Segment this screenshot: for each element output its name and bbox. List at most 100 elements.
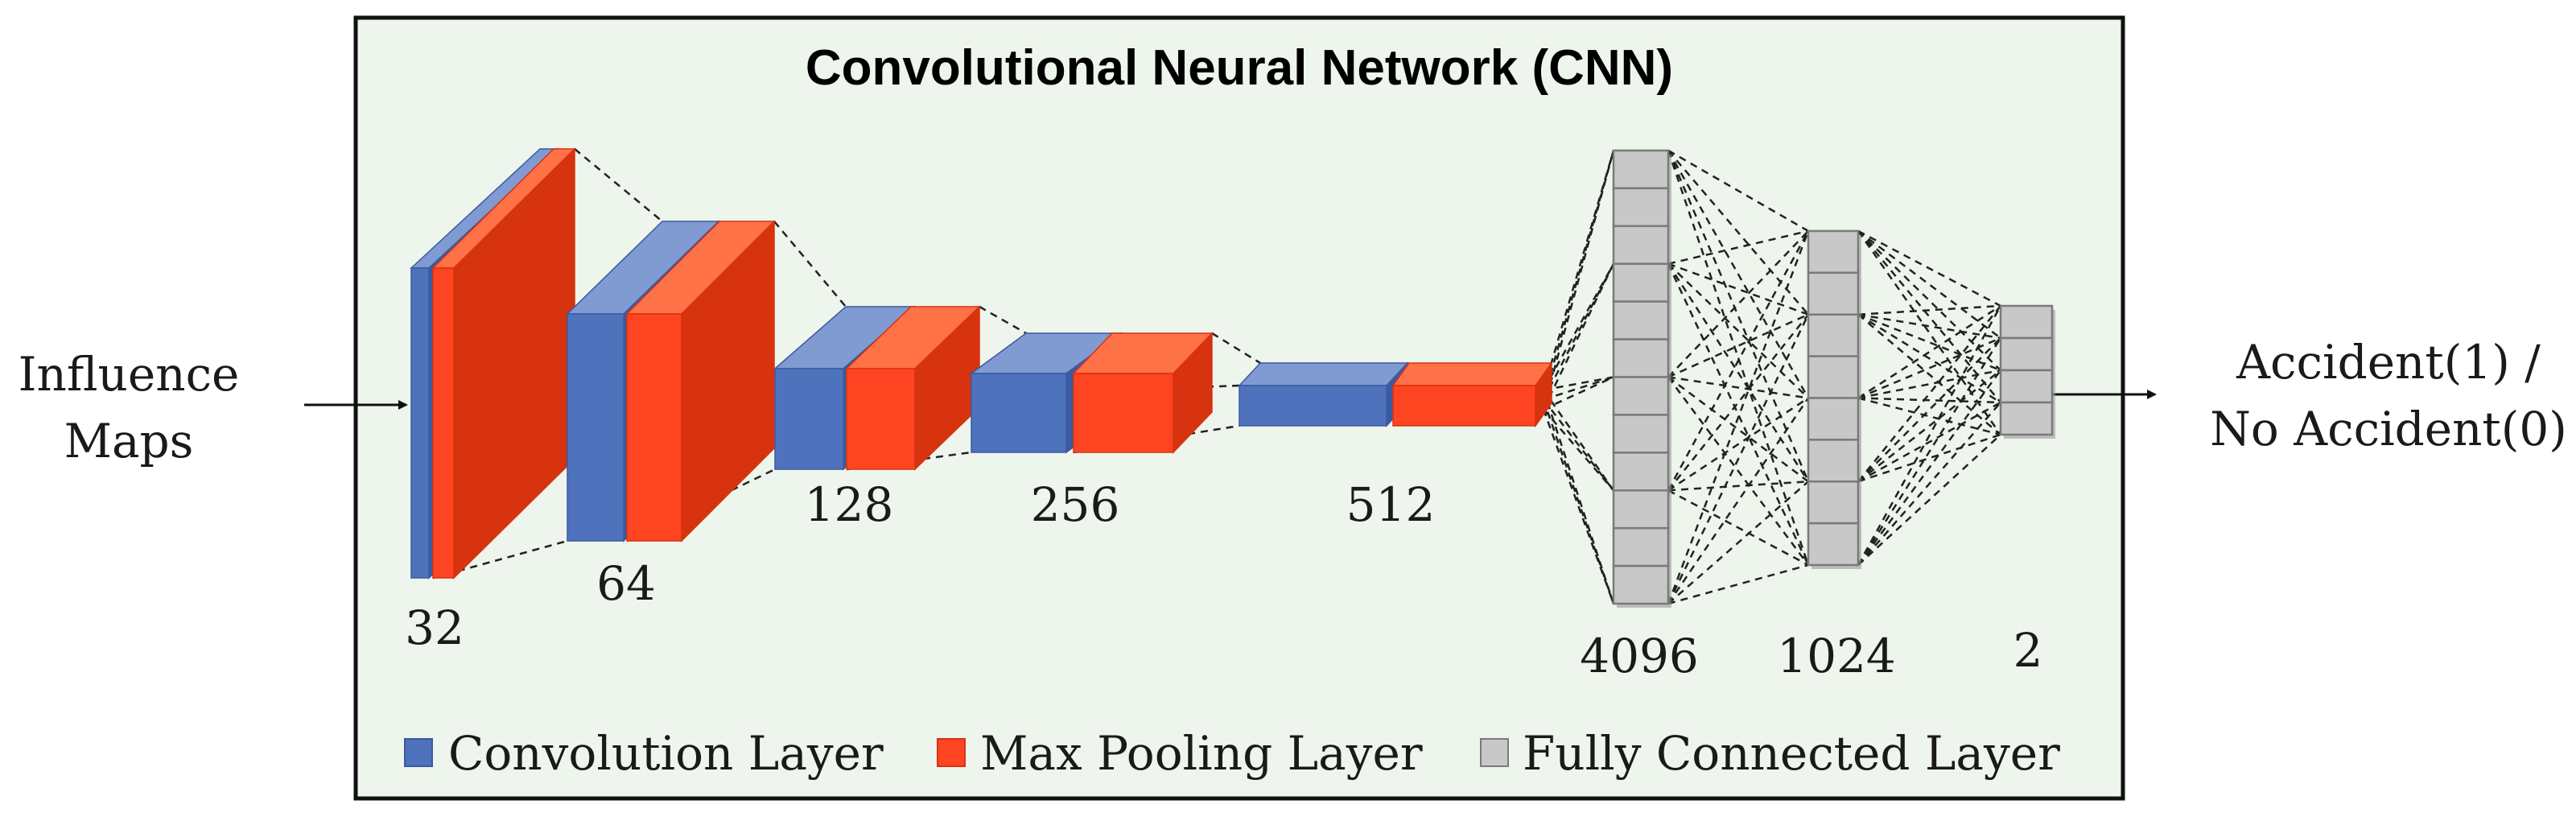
fc-link-1-4-3 <box>1857 402 2001 566</box>
fully-connected-layers <box>1612 149 2055 608</box>
fc-link-1-1-4 <box>1857 313 2001 435</box>
fc-cell-2-2 <box>1807 271 1860 316</box>
fc-link-0-1-2 <box>1667 262 1809 399</box>
convolution-block-5 <box>1238 361 1409 427</box>
legend-fc-label: Fully Connected Layer <box>1523 726 2060 781</box>
fc-layer-label-3: 2 <box>2013 623 2043 678</box>
fc-cell-1-5 <box>1612 300 1670 340</box>
fc-layer-3 <box>1999 304 2055 439</box>
fc-cell-3-4 <box>1999 401 2054 436</box>
legend: Convolution Layer Max Pooling Layer Full… <box>404 726 2060 781</box>
max-pooling-block-3 <box>845 305 981 471</box>
pool-to-fc-link-1-2 <box>1542 263 1615 410</box>
stage-link-bottom-3 <box>846 451 972 471</box>
fc-link-0-2-4 <box>1667 376 1810 566</box>
pool-to-fc-link-4-1 <box>1542 399 1615 604</box>
fc-cell-1-8 <box>1612 414 1670 454</box>
fc-link-1-4-0 <box>1857 305 2002 566</box>
conv-block-label-4: 256 <box>1031 477 1120 532</box>
conv-block-label-2: 64 <box>596 556 656 611</box>
pool-to-fc-link-1-0 <box>1542 263 1615 391</box>
fc-link-0-4-3 <box>1667 481 1809 604</box>
fc-link-0-4-0 <box>1667 230 1810 604</box>
fc-link-0-4-1 <box>1667 314 1810 604</box>
fc-link-0-3-4 <box>1667 489 1809 567</box>
max-pooling-block-4-front <box>1073 373 1174 453</box>
max-pooling-block-5-top <box>1391 362 1553 386</box>
pool-to-fc-link-0-1 <box>1542 150 1615 400</box>
fc-link-0-3-3 <box>1667 481 1809 492</box>
conv-block-label-5: 512 <box>1346 477 1436 532</box>
fc-cell-1-9 <box>1612 452 1670 492</box>
fc-cell-1-3 <box>1612 225 1670 266</box>
pool-to-fc-link-4-0 <box>1542 390 1615 604</box>
fc-link-1-3-2 <box>1857 369 2001 483</box>
convolution-block-5-front <box>1239 385 1387 427</box>
conv-block-label-3: 128 <box>805 477 894 532</box>
stage-link-top-4 <box>1211 332 1261 365</box>
fc-link-0-4-2 <box>1667 397 1810 604</box>
convolution-block-3-front <box>774 368 844 470</box>
fc-cell-1-4 <box>1612 262 1670 303</box>
fc-link-0-0-4 <box>1667 150 1810 566</box>
fc-link-0-0-3 <box>1667 150 1810 482</box>
stage-link-top-3 <box>979 305 1027 335</box>
fc-cell-1-1 <box>1612 149 1670 190</box>
pool-to-fc-link-3-1 <box>1543 398 1614 492</box>
fc-link-0-4-4 <box>1667 563 1809 605</box>
fc-link-1-0-0 <box>1857 229 2001 307</box>
fc-link-1-4-1 <box>1857 337 2002 566</box>
fc-cell-2-7 <box>1807 481 1860 525</box>
output-label-line-1: Accident(1) / <box>2236 335 2541 390</box>
fc-cell-2-6 <box>1807 439 1860 483</box>
pool-to-fc-link-0-2 <box>1542 150 1615 410</box>
fc-cell-1-6 <box>1612 338 1670 378</box>
fc-link-0-0-2 <box>1667 150 1810 399</box>
fc-link-0-3-1 <box>1667 313 1809 492</box>
fc-cell-2-5 <box>1807 397 1860 441</box>
fc-link-0-2-2 <box>1667 376 1809 399</box>
pool-to-fc-link-3-2 <box>1543 408 1614 492</box>
fc-cell-1-7 <box>1612 376 1670 416</box>
fc-link-0-2-3 <box>1667 376 1809 483</box>
stage-link-top-1 <box>574 148 663 222</box>
fc-link-0-1-0 <box>1667 229 1809 265</box>
fc-layer-label-2: 1024 <box>1777 629 1896 683</box>
fc-layer-1 <box>1612 149 1671 608</box>
pool-to-fc-link-0-0 <box>1542 150 1615 390</box>
fc-link-0-3-2 <box>1667 397 1809 492</box>
fc-cell-1-10 <box>1612 489 1670 530</box>
fc-link-0-1-3 <box>1667 263 1810 482</box>
fc-link-1-2-3 <box>1857 397 2001 404</box>
fc-cell-2-4 <box>1807 355 1860 399</box>
fc-cell-1-2 <box>1612 187 1670 228</box>
fc-cell-3-2 <box>1999 336 2054 372</box>
legend-pool-label: Max Pooling Layer <box>980 726 1423 781</box>
stage-link-top-2 <box>773 221 847 307</box>
legend-fc-swatch <box>1480 738 1509 767</box>
convolution-block-4-front <box>971 373 1067 453</box>
fc-cell-2-3 <box>1807 313 1860 357</box>
fc-link-1-3-1 <box>1857 337 2001 483</box>
fc-link-0-0-0 <box>1667 149 1809 233</box>
fc-link-0-3-0 <box>1667 230 1810 491</box>
fc-cell-2-8 <box>1807 522 1860 567</box>
legend-conv-label: Convolution Layer <box>448 726 884 781</box>
max-pooling-block-5 <box>1391 361 1553 428</box>
input-label-line-1: Influence <box>19 347 240 402</box>
diagram-title: Convolutional Neural Network (CNN) <box>806 40 1673 96</box>
pool-to-fc-link-4-2 <box>1542 409 1615 604</box>
convolution-block-1-front <box>410 267 430 579</box>
fc-link-0-2-0 <box>1667 230 1809 378</box>
fc-cell-3-1 <box>1999 304 2054 340</box>
fc-layer-label-1: 4096 <box>1580 629 1699 683</box>
max-pooling-block-1-front <box>432 267 455 579</box>
max-pooling-block-5-front <box>1392 385 1536 427</box>
fc-cell-2-1 <box>1807 229 1860 274</box>
fc-cell-1-11 <box>1612 526 1670 567</box>
fc-cell-1-12 <box>1612 564 1670 605</box>
legend-conv-swatch <box>404 738 433 767</box>
fc-link-1-1-0 <box>1857 304 2001 316</box>
